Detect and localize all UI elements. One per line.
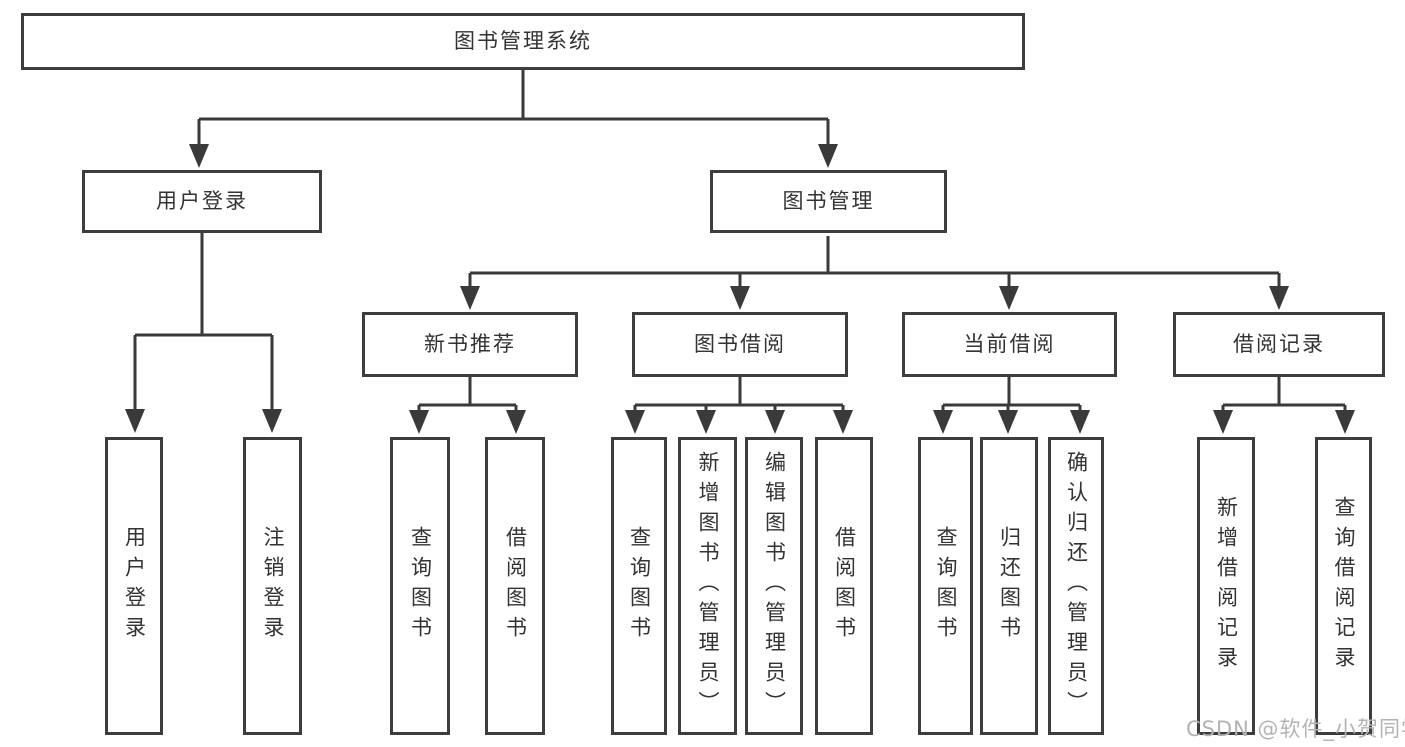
leaf-return-books: 归还图书 [980, 437, 1038, 735]
node-user-login: 用户登录 [82, 170, 322, 233]
leaf-add-borrow-record: 新增借阅记录 [1197, 437, 1255, 735]
node-root: 图书管理系统 [21, 13, 1025, 70]
leaf-query-books-current: 查询图书 [918, 437, 973, 735]
node-new-book-recommend: 新书推荐 [362, 312, 578, 377]
arrow-stubs [133, 119, 1347, 414]
node-current-borrowing: 当前借阅 [902, 312, 1117, 377]
node-borrowing-records: 借阅记录 [1173, 312, 1385, 377]
leaf-query-books-borrow: 查询图书 [611, 437, 667, 735]
node-book-management: 图书管理 [710, 170, 947, 233]
arrowheads [125, 144, 1355, 434]
leaf-query-borrow-record: 查询借阅记录 [1315, 437, 1372, 735]
leaf-logout: 注销登录 [243, 437, 302, 735]
leaf-confirm-return-admin: 确认归还（管理员） [1048, 437, 1104, 735]
csdn-watermark: CSDN @软件_小贺同学 [1186, 717, 1405, 741]
leaf-edit-books-admin: 编辑图书（管理员） [745, 437, 803, 735]
node-book-borrowing: 图书借阅 [632, 312, 848, 377]
leaf-query-books-recommend: 查询图书 [390, 437, 450, 735]
leaf-user-login: 用户登录 [105, 437, 163, 735]
leaf-borrow-books: 借阅图书 [815, 437, 873, 735]
branch-lines [135, 70, 1345, 407]
leaf-borrow-books-recommend: 借阅图书 [485, 437, 545, 735]
leaf-add-books-admin: 新增图书（管理员） [678, 437, 737, 735]
